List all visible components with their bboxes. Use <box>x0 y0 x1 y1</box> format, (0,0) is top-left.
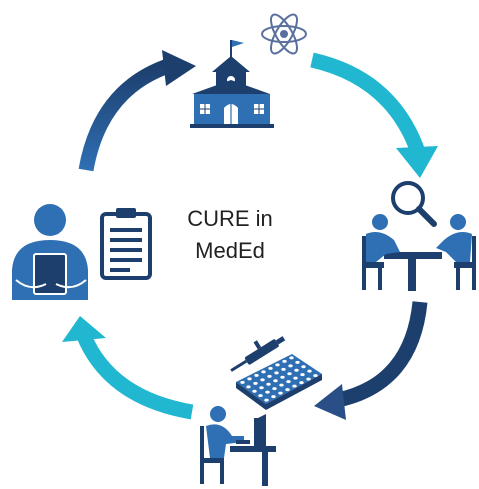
well <box>294 368 299 372</box>
center-label-line1: CURE in <box>187 206 273 231</box>
well <box>265 390 270 394</box>
school-building-icon <box>190 40 274 128</box>
well <box>299 381 304 385</box>
well <box>261 370 266 374</box>
well <box>280 375 285 379</box>
well <box>240 380 245 384</box>
well <box>289 356 294 360</box>
well <box>264 398 269 402</box>
well <box>287 372 292 376</box>
center-label: CURE in MedEd <box>170 203 290 267</box>
cycle-arrow-top-left <box>78 50 196 172</box>
atom-icon <box>261 13 307 55</box>
cycle-arrow-top-right <box>310 52 438 178</box>
well <box>292 384 297 388</box>
well <box>275 363 280 367</box>
well <box>259 386 264 390</box>
well <box>274 371 279 375</box>
center-label-line2: MedEd <box>195 238 265 263</box>
well <box>301 365 306 369</box>
cycle-arrow-bottom-right <box>314 301 428 420</box>
well <box>271 395 276 399</box>
pipette-well-plate-icon <box>230 336 322 410</box>
well <box>273 379 278 383</box>
well-plate-wells <box>240 356 318 402</box>
well <box>285 388 290 392</box>
well <box>266 382 271 386</box>
well <box>254 373 259 377</box>
well <box>300 373 305 377</box>
well <box>253 381 258 385</box>
well <box>293 376 298 380</box>
well <box>252 389 257 393</box>
well <box>282 359 287 363</box>
clipboard-person-icon <box>12 204 152 300</box>
well <box>268 366 273 370</box>
well <box>260 378 265 382</box>
well <box>295 360 300 364</box>
well <box>279 383 284 387</box>
well <box>281 367 286 371</box>
computer-researcher-icon <box>200 406 276 486</box>
well <box>306 377 311 381</box>
well <box>258 394 263 398</box>
collaboration-magnifier-icon <box>362 181 476 291</box>
well <box>313 374 318 378</box>
well <box>267 374 272 378</box>
well <box>247 377 252 381</box>
cycle-arrow-bottom-left <box>62 316 194 420</box>
well <box>288 364 293 368</box>
well <box>272 387 277 391</box>
well <box>307 369 312 373</box>
well <box>286 380 291 384</box>
well <box>278 391 283 395</box>
well <box>246 385 251 389</box>
